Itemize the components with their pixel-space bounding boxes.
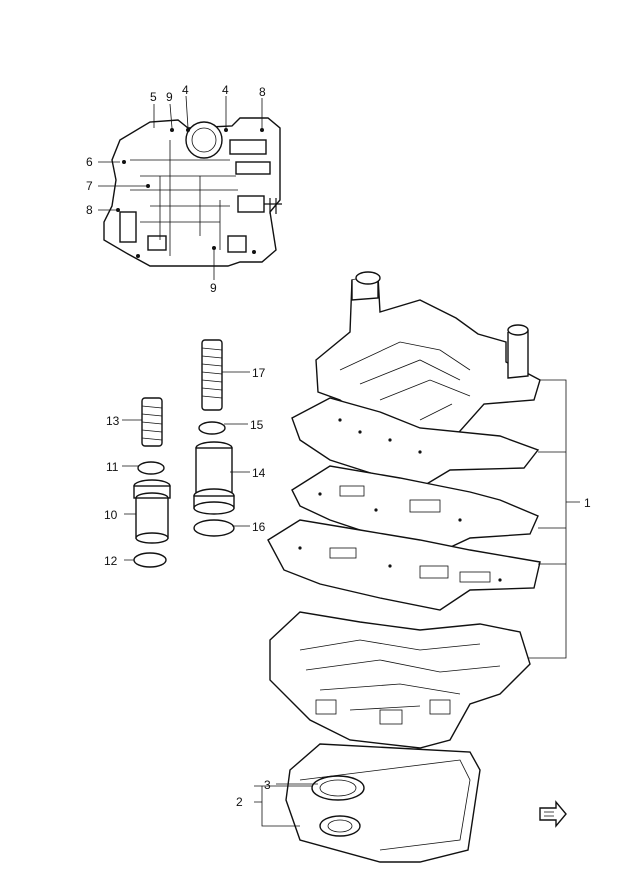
callout-4-left: 4	[182, 83, 189, 97]
callout-12: 12	[104, 554, 118, 568]
callout-6: 6	[86, 155, 93, 169]
valve-body-top-view	[98, 95, 282, 280]
callout-8-left: 8	[86, 203, 93, 217]
sleeve-10	[133, 479, 171, 544]
o-ring-12	[133, 552, 167, 568]
spring-17	[201, 339, 223, 411]
callout-10: 10	[104, 508, 118, 522]
callout-15: 15	[250, 418, 264, 432]
callout-17: 17	[252, 366, 266, 380]
callout-13: 13	[106, 414, 120, 428]
upper-valve-body	[315, 271, 541, 449]
callout-8-top: 8	[259, 85, 266, 99]
oil-strainer	[285, 743, 481, 863]
o-ring-16	[193, 519, 235, 537]
callout-4-right: 4	[222, 83, 229, 97]
lower-valve-body	[269, 611, 531, 749]
o-ring-11	[137, 461, 165, 475]
callout-3: 3	[264, 778, 271, 792]
callout-9-bottom: 9	[210, 281, 217, 295]
o-ring-15	[198, 421, 226, 435]
callout-2: 2	[236, 795, 243, 809]
gasket-a	[291, 465, 539, 553]
callout-11: 11	[106, 460, 119, 474]
front-arrow-icon	[539, 800, 567, 828]
callout-14: 14	[252, 466, 266, 480]
separator-plate-b	[267, 519, 541, 611]
callout-7: 7	[86, 179, 93, 193]
sleeve-14	[193, 441, 235, 515]
callout-1: 1	[584, 496, 591, 510]
separator-plate-a	[291, 397, 540, 489]
callout-9-top: 9	[166, 90, 173, 104]
callout-16: 16	[252, 520, 266, 534]
callout-5: 5	[150, 90, 157, 104]
spring-13	[141, 397, 163, 447]
